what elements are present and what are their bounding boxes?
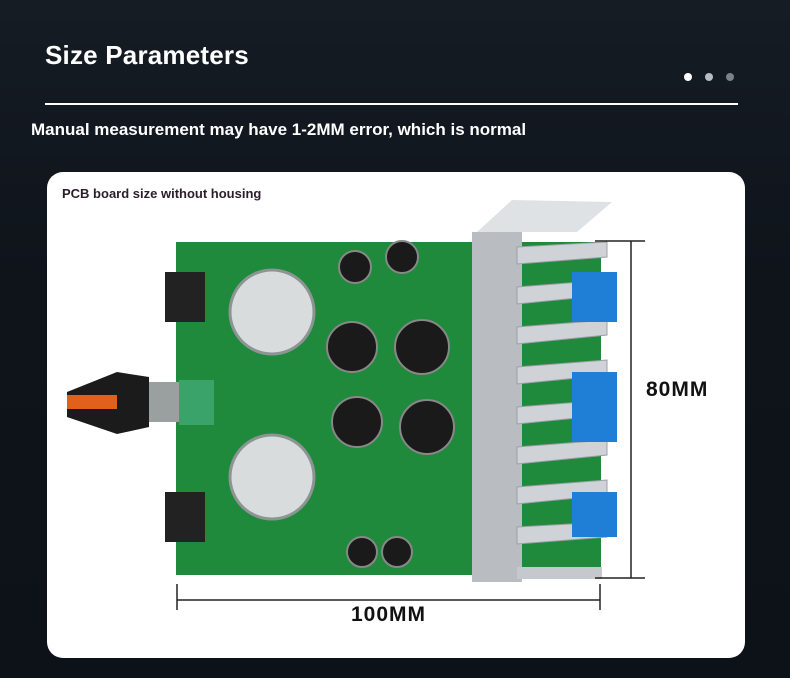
pager-dot[interactable]	[726, 73, 734, 81]
dimension-lines	[176, 240, 645, 610]
volume-knob	[67, 372, 214, 434]
heatsink	[472, 200, 612, 582]
vacuum-tubes	[228, 268, 316, 521]
height-dimension-label: 80MM	[646, 378, 709, 401]
product-card: PCB board size without housing	[47, 172, 745, 658]
capacitors	[326, 240, 455, 568]
pcb-board-photo	[67, 200, 645, 610]
card-label: PCB board size without housing	[62, 186, 262, 201]
carousel-pager	[684, 73, 734, 81]
divider	[45, 103, 738, 105]
page-title: Size Parameters	[45, 40, 249, 70]
measurement-note: Manual measurement may have 1-2MM error,…	[31, 120, 527, 139]
width-dimension-label: 100MM	[351, 603, 427, 626]
audio-jacks	[165, 272, 205, 542]
pager-dot-active[interactable]	[684, 73, 692, 81]
screw-terminals	[572, 272, 617, 537]
pager-dot[interactable]	[705, 73, 713, 81]
